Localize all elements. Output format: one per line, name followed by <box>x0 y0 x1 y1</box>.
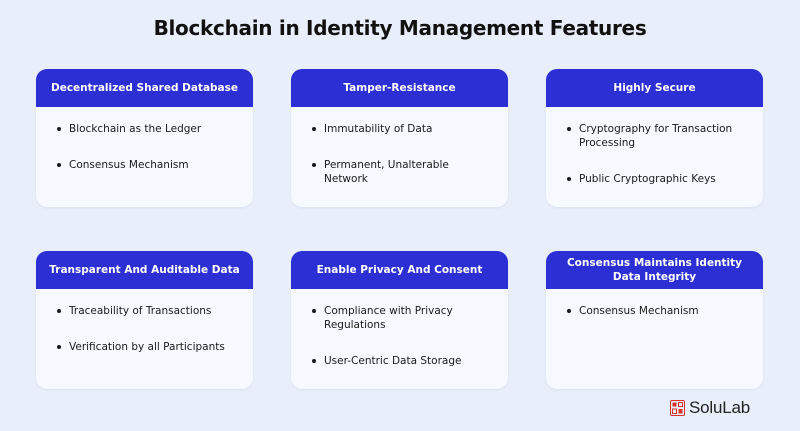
card-list: Compliance with Privacy Regulations User… <box>291 289 508 368</box>
list-item: Verification by all Participants <box>50 340 239 354</box>
list-item: Consensus Mechanism <box>50 158 239 172</box>
card-heading: Transparent And Auditable Data <box>36 251 253 289</box>
list-item: Public Cryptographic Keys <box>560 172 749 186</box>
list-item: Consensus Mechanism <box>560 304 749 318</box>
card-heading: Decentralized Shared Database <box>36 69 253 107</box>
logo-text: SoluLab <box>689 398 750 417</box>
page-title: Blockchain in Identity Management Featur… <box>153 16 647 40</box>
list-item: Compliance with Privacy Regulations <box>305 304 494 332</box>
feature-card-decentralized: Decentralized Shared Database Blockchain… <box>36 69 253 207</box>
card-heading: Highly Secure <box>546 69 763 107</box>
list-item: User-Centric Data Storage <box>305 354 494 368</box>
brand-logo: SoluLab <box>670 398 750 418</box>
list-item: Cryptography for Transaction Processing <box>560 122 749 150</box>
list-item: Immutability of Data <box>305 122 494 136</box>
card-list: Traceability of Transactions Verificatio… <box>36 289 253 354</box>
card-list: Consensus Mechanism <box>546 289 763 318</box>
feature-card-consensus: Consensus Maintains Identity Data Integr… <box>546 251 763 389</box>
feature-card-tamper-resistance: Tamper-Resistance Immutability of Data P… <box>291 69 508 207</box>
card-list: Cryptography for Transaction Processing … <box>546 107 763 186</box>
solulab-logo-icon <box>670 400 685 416</box>
card-list: Immutability of Data Permanent, Unaltera… <box>291 107 508 186</box>
card-heading: Consensus Maintains Identity Data Integr… <box>546 251 763 289</box>
feature-card-transparent: Transparent And Auditable Data Traceabil… <box>36 251 253 389</box>
list-item: Blockchain as the Ledger <box>50 122 239 136</box>
list-item: Permanent, Unalterable Network <box>305 158 494 186</box>
list-item: Traceability of Transactions <box>50 304 239 318</box>
card-heading: Enable Privacy And Consent <box>291 251 508 289</box>
card-list: Blockchain as the Ledger Consensus Mecha… <box>36 107 253 172</box>
feature-card-highly-secure: Highly Secure Cryptography for Transacti… <box>546 69 763 207</box>
card-heading: Tamper-Resistance <box>291 69 508 107</box>
feature-card-privacy: Enable Privacy And Consent Compliance wi… <box>291 251 508 389</box>
